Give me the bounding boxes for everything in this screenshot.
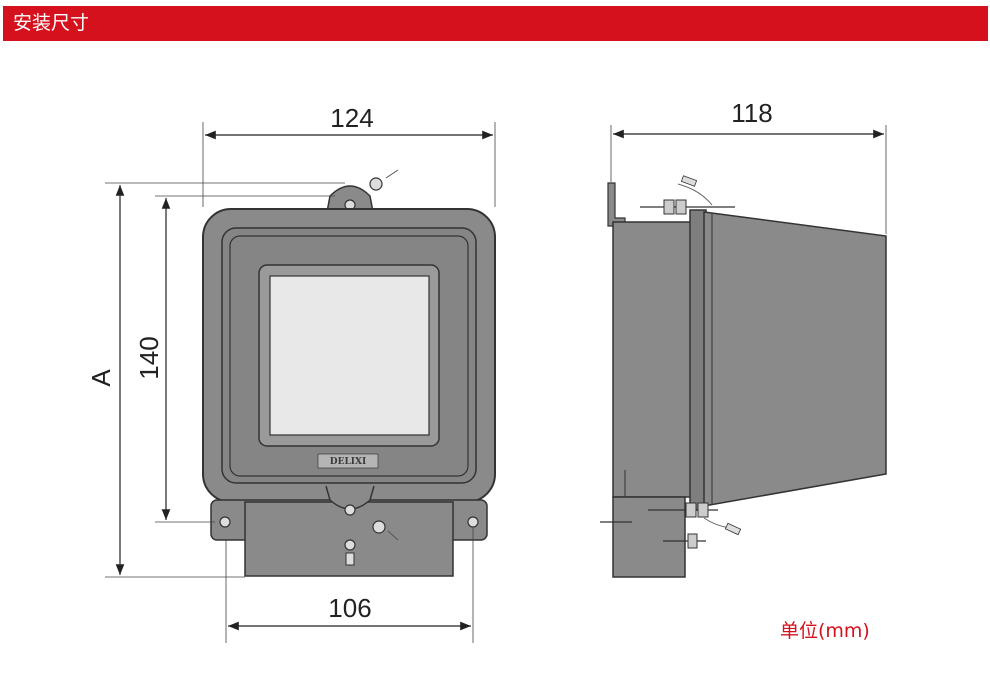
section-title: 安装尺寸	[13, 12, 90, 34]
dim-front-bottom-width: 106	[328, 593, 371, 623]
front-view: DELIXI 124 A 140 106	[86, 103, 496, 643]
dim-front-height: 140	[134, 336, 164, 379]
unit-label: 单位(mm)	[780, 620, 870, 642]
brand-label: DELIXI	[330, 457, 366, 467]
seal-screw-bottom-icon	[372, 520, 386, 534]
seal-screw-icon	[369, 177, 383, 191]
section-header: 安装尺寸	[3, 6, 988, 41]
meter-window	[269, 275, 430, 436]
side-view: 118	[600, 98, 887, 578]
mount-screw-right-icon	[467, 516, 479, 528]
brand-plate	[317, 453, 379, 469]
dim-front-width: 124	[330, 103, 373, 133]
dim-side-depth: 118	[731, 98, 772, 128]
dim-front-total-height: A	[86, 369, 116, 387]
mount-screw-left-icon	[219, 516, 231, 528]
